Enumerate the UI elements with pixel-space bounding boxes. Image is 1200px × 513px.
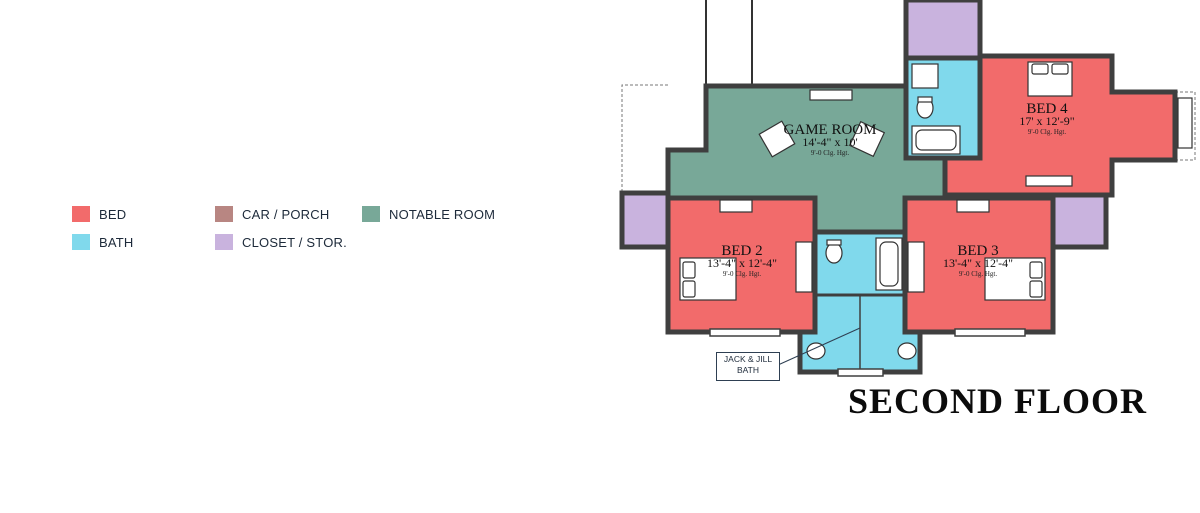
bed2-dims: 13'-4" x 12'-4" bbox=[707, 256, 777, 270]
bed2-title: BED 2 bbox=[721, 243, 762, 259]
label-bed2: BED 2 13'-4" x 12'-4" 9'-0 Clg. Hgt. bbox=[707, 243, 777, 278]
game-room-dims: 14'-4" x 10' bbox=[802, 135, 857, 149]
game-room-chairs bbox=[758, 120, 886, 158]
legend-swatch-bed bbox=[72, 206, 90, 222]
roof-outline-east bbox=[1175, 91, 1196, 161]
furniture bbox=[679, 61, 1193, 301]
legend-item-bath: BATH bbox=[72, 234, 134, 250]
closet-west bbox=[619, 190, 671, 250]
legend-item-car-porch: CAR / PORCH bbox=[215, 206, 329, 222]
bed3-dims: 13'-4" x 12'-4" bbox=[943, 256, 1013, 270]
legend-swatch-closet bbox=[215, 234, 233, 250]
label-bed4: BED 4 17' x 12'-9" 9'-0 Clg. Hgt. bbox=[1019, 101, 1074, 136]
bed4-room bbox=[942, 53, 1178, 198]
callout-leader bbox=[777, 327, 861, 366]
legend-label-notable-room: NOTABLE ROOM bbox=[389, 206, 496, 222]
floor-title: SECOND FLOOR bbox=[848, 381, 1148, 421]
game-room-ceiling: 9'-0 Clg. Hgt. bbox=[811, 149, 849, 157]
callout-line2: BATH bbox=[736, 365, 760, 375]
legend-swatch-car-porch bbox=[215, 206, 233, 222]
legend-item-notable-room: NOTABLE ROOM bbox=[362, 206, 495, 222]
callout-line1: JACK & JILL bbox=[723, 354, 773, 364]
legend-label-bath: BATH bbox=[99, 234, 134, 250]
game-room-title: GAME ROOM bbox=[784, 122, 877, 138]
closet-east bbox=[1047, 190, 1109, 250]
bed4-title: BED 4 bbox=[1026, 101, 1068, 117]
label-game-room: GAME ROOM 14'-4" x 10' 9'-0 Clg. Hgt. bbox=[784, 122, 877, 157]
bed4-dims: 17' x 12'-9" bbox=[1019, 114, 1074, 128]
color-legend: BED BATH CAR / PORCH CLOSET / STOR. NOTA… bbox=[72, 206, 512, 256]
legend-swatch-notable-room bbox=[362, 206, 380, 222]
legend-item-closet: CLOSET / STOR. bbox=[215, 234, 347, 250]
legend-label-closet: CLOSET / STOR. bbox=[242, 234, 347, 250]
label-bed3: BED 3 13'-4" x 12'-4" 9'-0 Clg. Hgt. bbox=[943, 243, 1013, 278]
legend-swatch-bath bbox=[72, 234, 90, 250]
jack-jill-callout: JACK & JILL BATH bbox=[716, 352, 780, 381]
legend-label-car-porch: CAR / PORCH bbox=[242, 206, 330, 222]
bed3-ceiling: 9'-0 Clg. Hgt. bbox=[959, 270, 997, 278]
bath-fixtures bbox=[806, 63, 961, 360]
bed3-title: BED 3 bbox=[957, 243, 998, 259]
closet-north bbox=[903, 0, 983, 61]
bed4-ceiling: 9'-0 Clg. Hgt. bbox=[1028, 128, 1066, 136]
legend-item-bed: BED bbox=[72, 206, 126, 222]
windows bbox=[709, 328, 1026, 377]
bed2-ceiling: 9'-0 Clg. Hgt. bbox=[723, 270, 761, 278]
legend-label-bed: BED bbox=[99, 206, 127, 222]
roof-outline bbox=[621, 84, 668, 193]
